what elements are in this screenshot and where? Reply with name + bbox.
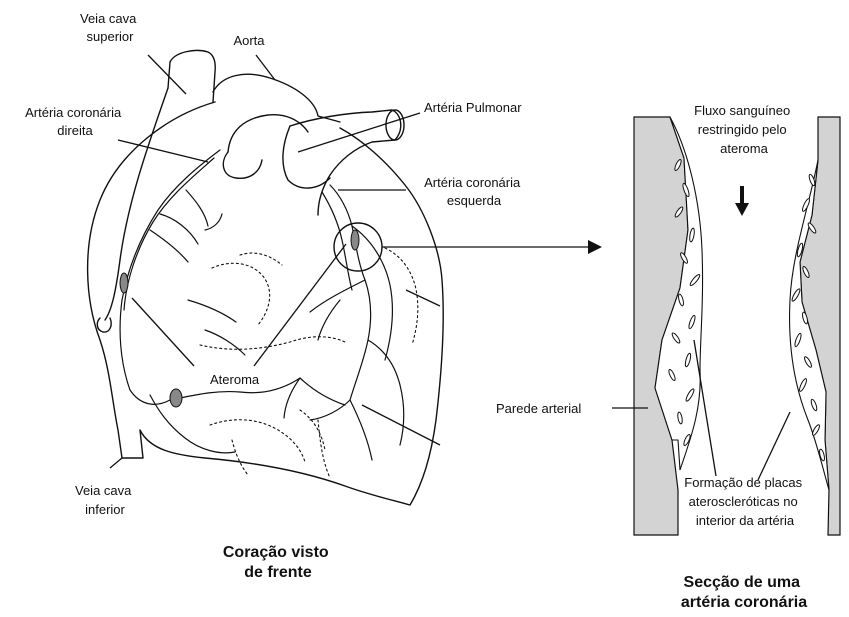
posterior-vessels — [212, 263, 270, 325]
formacao-leader-right — [758, 412, 790, 480]
artery-caption: Secção de uma artéria coronária — [681, 574, 807, 611]
heart-illustration — [88, 50, 602, 505]
label-veia-cava-inferior: Veia cava inferior — [75, 483, 135, 517]
heart-caption: Coração visto de frente — [223, 544, 333, 581]
label-arteria-pulmonar: Artéria Pulmonar — [424, 100, 522, 115]
label-aorta: Aorta — [233, 33, 265, 48]
heart-labels: Veia cava superior Aorta Artéria coronár… — [25, 11, 524, 581]
arrow-head — [588, 240, 602, 254]
label-arteria-coronaria-esquerda: Artéria coronária esquerda — [424, 175, 524, 208]
atheroma-spot — [120, 273, 128, 293]
artery-section — [612, 117, 840, 535]
left-coronary-artery — [330, 185, 371, 400]
label-arteria-coronaria-direita: Artéria coronária direita — [25, 105, 125, 138]
label-leaders — [110, 55, 440, 468]
label-parede-arterial: Parede arterial — [496, 401, 581, 416]
flow-arrow-head — [735, 203, 749, 216]
label-veia-cava-superior: Veia cava superior — [80, 11, 140, 44]
label-formacao: Formação de placas ateroscleróticas no i… — [684, 475, 805, 528]
atheroma-spot — [351, 230, 359, 250]
inferior-vena-cava — [97, 318, 111, 332]
label-ateroma: Ateroma — [210, 372, 260, 387]
superior-vena-cava — [168, 50, 215, 102]
heart-outline — [88, 102, 444, 505]
label-fluxo: Fluxo sanguíneo restringido pelo ateroma — [694, 103, 794, 156]
atheroma-spot — [170, 389, 182, 407]
